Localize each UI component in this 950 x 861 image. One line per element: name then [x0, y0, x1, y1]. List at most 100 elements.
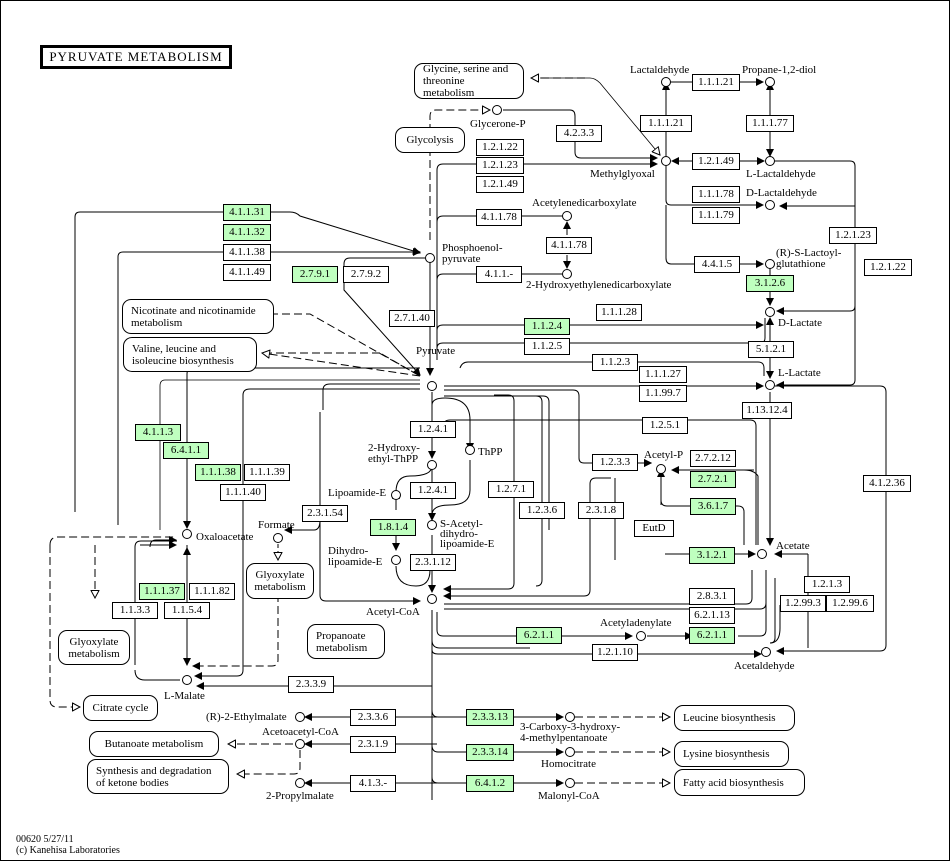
- compound-acetoacetyl-coa[interactable]: [295, 739, 305, 749]
- enzyme-box-2-3-3-9[interactable]: 2.3.3.9: [288, 676, 334, 693]
- enzyme-box-4-1-1-32[interactable]: 4.1.1.32: [223, 224, 271, 241]
- compound-l-lactate[interactable]: [765, 380, 775, 390]
- pathway-fatty-acid-biosynthesis[interactable]: Fatty acid biosynthesis: [674, 769, 805, 796]
- enzyme-box-2-7-1-40[interactable]: 2.7.1.40: [389, 310, 435, 327]
- pathway-citrate-cycle[interactable]: Citrate cycle: [83, 695, 158, 721]
- enzyme-box-2-3-3-6[interactable]: 2.3.3.6: [350, 709, 396, 726]
- enzyme-box-1-1-2-4[interactable]: 1.1.2.4: [524, 318, 570, 335]
- enzyme-box-3-1-2-6[interactable]: 3.1.2.6: [746, 275, 794, 292]
- enzyme-box-1-1-1-77[interactable]: 1.1.1.77: [746, 115, 794, 132]
- enzyme-box-4-1-1-78[interactable]: 4.1.1.78: [476, 209, 522, 226]
- compound-homocitrate[interactable]: [565, 747, 575, 757]
- pathway-glyoxylate-center[interactable]: Glyoxylate metabolism: [246, 563, 314, 599]
- enzyme-box-1-2-1-3[interactable]: 1.2.1.3: [804, 576, 850, 593]
- enzyme-box-2-7-2-12[interactable]: 2.7.2.12: [690, 450, 736, 467]
- compound-acetaldehyde[interactable]: [761, 647, 771, 657]
- enzyme-box-1-1-2-5[interactable]: 1.1.2.5: [524, 338, 570, 355]
- compound-s-acetyl-dihydrolipoamide[interactable]: [427, 520, 437, 530]
- compound-carboxy-hydroxy-methylpentanoate[interactable]: [565, 712, 575, 722]
- compound-formate[interactable]: [273, 533, 283, 543]
- enzyme-box-1-2-1-23[interactable]: 1.2.1.23: [476, 157, 524, 174]
- enzyme-box-1-1-1-27[interactable]: 1.1.1.27: [639, 366, 687, 383]
- enzyme-box-2-3-1-8[interactable]: 2.3.1.8: [578, 502, 624, 519]
- enzyme-box-2-8-3-1[interactable]: 2.8.3.1: [689, 588, 735, 605]
- pathway-glycine-serine-threonine[interactable]: Glycine, serine and threonine metabolism: [414, 63, 524, 99]
- enzyme-box-1-2-4-1[interactable]: 1.2.4.1: [410, 482, 456, 499]
- enzyme-box-1-2-1-23[interactable]: 1.2.1.23: [829, 227, 877, 244]
- enzyme-box-1-1-1-79[interactable]: 1.1.1.79: [692, 207, 740, 224]
- compound-glycerone-p[interactable]: [492, 105, 502, 115]
- enzyme-box-6-4-1-1[interactable]: 6.4.1.1: [163, 442, 209, 459]
- enzyme-box-6-2-1-1[interactable]: 6.2.1.1: [516, 627, 562, 644]
- enzyme-box-1-1-1-39[interactable]: 1.1.1.39: [244, 464, 290, 481]
- compound-malonyl-coa[interactable]: [565, 778, 575, 788]
- enzyme-box-6-4-1-2[interactable]: 6.4.1.2: [466, 775, 514, 792]
- enzyme-box-1-1-1-28[interactable]: 1.1.1.28: [596, 304, 642, 321]
- pathway-glycolysis[interactable]: Glycolysis: [395, 127, 465, 153]
- compound-l-malate[interactable]: [182, 675, 192, 685]
- compound-dihydrolipoamide[interactable]: [391, 555, 401, 565]
- compound-pyruvate[interactable]: [427, 381, 437, 391]
- enzyme-box-6-2-1-13[interactable]: 6.2.1.13: [689, 607, 735, 624]
- compound-l-lactaldehyde[interactable]: [765, 156, 775, 166]
- enzyme-box-4-1-1-78[interactable]: 4.1.1.78: [546, 237, 592, 254]
- compound-ethylmalate[interactable]: [295, 712, 305, 722]
- enzyme-box-1-1-3-3[interactable]: 1.1.3.3: [112, 602, 158, 619]
- enzyme-box-4-4-1-5[interactable]: 4.4.1.5: [694, 256, 740, 273]
- pathway-leucine-biosynthesis[interactable]: Leucine biosynthesis: [674, 705, 795, 731]
- compound-acetyladenylate[interactable]: [636, 631, 646, 641]
- enzyme-box-3-1-2-1[interactable]: 3.1.2.1: [689, 547, 735, 564]
- pathway-propanoate[interactable]: Propanoate metabolism: [307, 624, 385, 659]
- enzyme-box-1-1-1-37[interactable]: 1.1.1.37: [139, 583, 185, 600]
- enzyme-box-1-2-3-6[interactable]: 1.2.3.6: [519, 502, 565, 519]
- compound-methylglyoxal[interactable]: [661, 156, 671, 166]
- enzyme-box-2-3-1-54[interactable]: 2.3.1.54: [302, 505, 348, 522]
- enzyme-box-4-2-3-3[interactable]: 4.2.3.3: [556, 125, 602, 142]
- compound-oxaloacetate[interactable]: [182, 529, 192, 539]
- enzyme-box-1-2-99-3[interactable]: 1.2.99.3: [780, 595, 826, 612]
- enzyme-box-2-7-9-1[interactable]: 2.7.9.1: [292, 266, 338, 283]
- enzyme-box-1-2-1-49[interactable]: 1.2.1.49: [476, 176, 524, 193]
- enzyme-box-4-1-1-38[interactable]: 4.1.1.38: [223, 244, 271, 261]
- enzyme-box-4-1-2-36[interactable]: 4.1.2.36: [863, 475, 911, 492]
- enzyme-box-4-1-1-31[interactable]: 4.1.1.31: [223, 204, 271, 221]
- enzyme-box-1-2-1-22[interactable]: 1.2.1.22: [864, 259, 912, 276]
- enzyme-box-3-6-1-7[interactable]: 3.6.1.7: [690, 498, 736, 515]
- enzyme-box-1-1-5-4[interactable]: 1.1.5.4: [164, 602, 210, 619]
- enzyme-box-2-3-1-12[interactable]: 2.3.1.12: [410, 554, 456, 571]
- enzyme-box-1-1-1-40[interactable]: 1.1.1.40: [220, 484, 266, 501]
- enzyme-box-2-3-3-14[interactable]: 2.3.3.14: [466, 744, 514, 761]
- enzyme-box-1-2-99-6[interactable]: 1.2.99.6: [826, 595, 874, 612]
- enzyme-box-1-2-1-22[interactable]: 1.2.1.22: [476, 139, 524, 156]
- enzyme-box-4-1-1--[interactable]: 4.1.1.-: [476, 266, 522, 283]
- compound-lactoylglutathione[interactable]: [765, 259, 775, 269]
- enzyme-box-1-13-12-4[interactable]: 1.13.12.4: [742, 402, 792, 419]
- compound-lipoamide-e[interactable]: [391, 490, 401, 500]
- enzyme-box-1-1-1-78[interactable]: 1.1.1.78: [692, 186, 740, 203]
- pathway-ketone-bodies[interactable]: Synthesis and degradation of ketone bodi…: [87, 759, 229, 794]
- enzyme-box-1-8-1-4[interactable]: 1.8.1.4: [370, 519, 416, 536]
- compound-acetylenedicarboxylate[interactable]: [562, 211, 572, 221]
- enzyme-box-6-2-1-1[interactable]: 6.2.1.1: [689, 627, 735, 644]
- pathway-butanoate[interactable]: Butanoate metabolism: [89, 731, 219, 757]
- enzyme-box-2-7-2-1[interactable]: 2.7.2.1: [690, 471, 736, 488]
- compound-acetate[interactable]: [757, 549, 767, 559]
- enzyme-box-1-2-4-1[interactable]: 1.2.4.1: [410, 421, 456, 438]
- enzyme-box-1-1-2-3[interactable]: 1.1.2.3: [592, 354, 638, 371]
- compound-hydroxyethylenedicarboxylate[interactable]: [562, 269, 572, 279]
- enzyme-box-4-1-1-3[interactable]: 4.1.1.3: [135, 424, 181, 441]
- compound-d-lactaldehyde[interactable]: [765, 200, 775, 210]
- enzyme-box-1-1-99-7[interactable]: 1.1.99.7: [639, 385, 687, 402]
- pathway-lysine-biosynthesis[interactable]: Lysine biosynthesis: [674, 741, 789, 767]
- enzyme-box-2-3-3-13[interactable]: 2.3.3.13: [466, 709, 514, 726]
- pathway-glyoxylate-left[interactable]: Glyoxylate metabolism: [58, 630, 130, 665]
- compound-propanediol[interactable]: [765, 77, 775, 87]
- enzyme-box-2-7-9-2[interactable]: 2.7.9.2: [343, 266, 389, 283]
- compound-propylmalate[interactable]: [295, 778, 305, 788]
- pathway-valine-leucine-isoleucine[interactable]: Valine, leucine and isoleucine biosynthe…: [123, 337, 257, 372]
- compound-acetyl-p[interactable]: [656, 464, 666, 474]
- enzyme-box-EutD[interactable]: EutD: [634, 520, 674, 537]
- enzyme-box-4-1-3--[interactable]: 4.1.3.-: [350, 775, 396, 792]
- enzyme-box-1-1-1-38[interactable]: 1.1.1.38: [195, 464, 241, 481]
- enzyme-box-4-1-1-49[interactable]: 4.1.1.49: [223, 264, 271, 281]
